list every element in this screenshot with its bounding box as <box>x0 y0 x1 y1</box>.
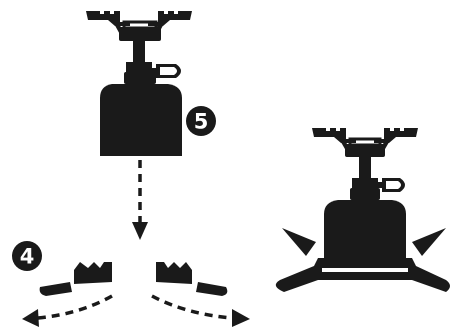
stabilizer-base <box>275 258 450 292</box>
burner-head <box>119 27 161 41</box>
left-stabilizer-leg <box>39 262 112 296</box>
dashed-arrow-right-icon <box>151 294 250 327</box>
camping-stove-with-canister-icon <box>86 11 192 156</box>
dashed-arrow-down-icon <box>132 160 148 240</box>
dashed-arrow-left-icon <box>22 294 113 327</box>
assembled-canister <box>324 200 406 262</box>
right-stabilizer-leg <box>156 262 228 296</box>
step-badge-4: 4 <box>12 241 42 271</box>
stabilizer-legs-icon <box>39 262 228 296</box>
step-badge-5: 5 <box>186 106 216 136</box>
step-number-4: 4 <box>20 245 35 269</box>
valve-arm <box>144 68 158 74</box>
gas-canister <box>100 84 182 156</box>
stove-on-stabilizer-icon <box>275 128 450 292</box>
step-number-5: 5 <box>194 110 209 134</box>
right-motion-wedge <box>412 228 446 256</box>
left-motion-wedge <box>282 228 316 256</box>
